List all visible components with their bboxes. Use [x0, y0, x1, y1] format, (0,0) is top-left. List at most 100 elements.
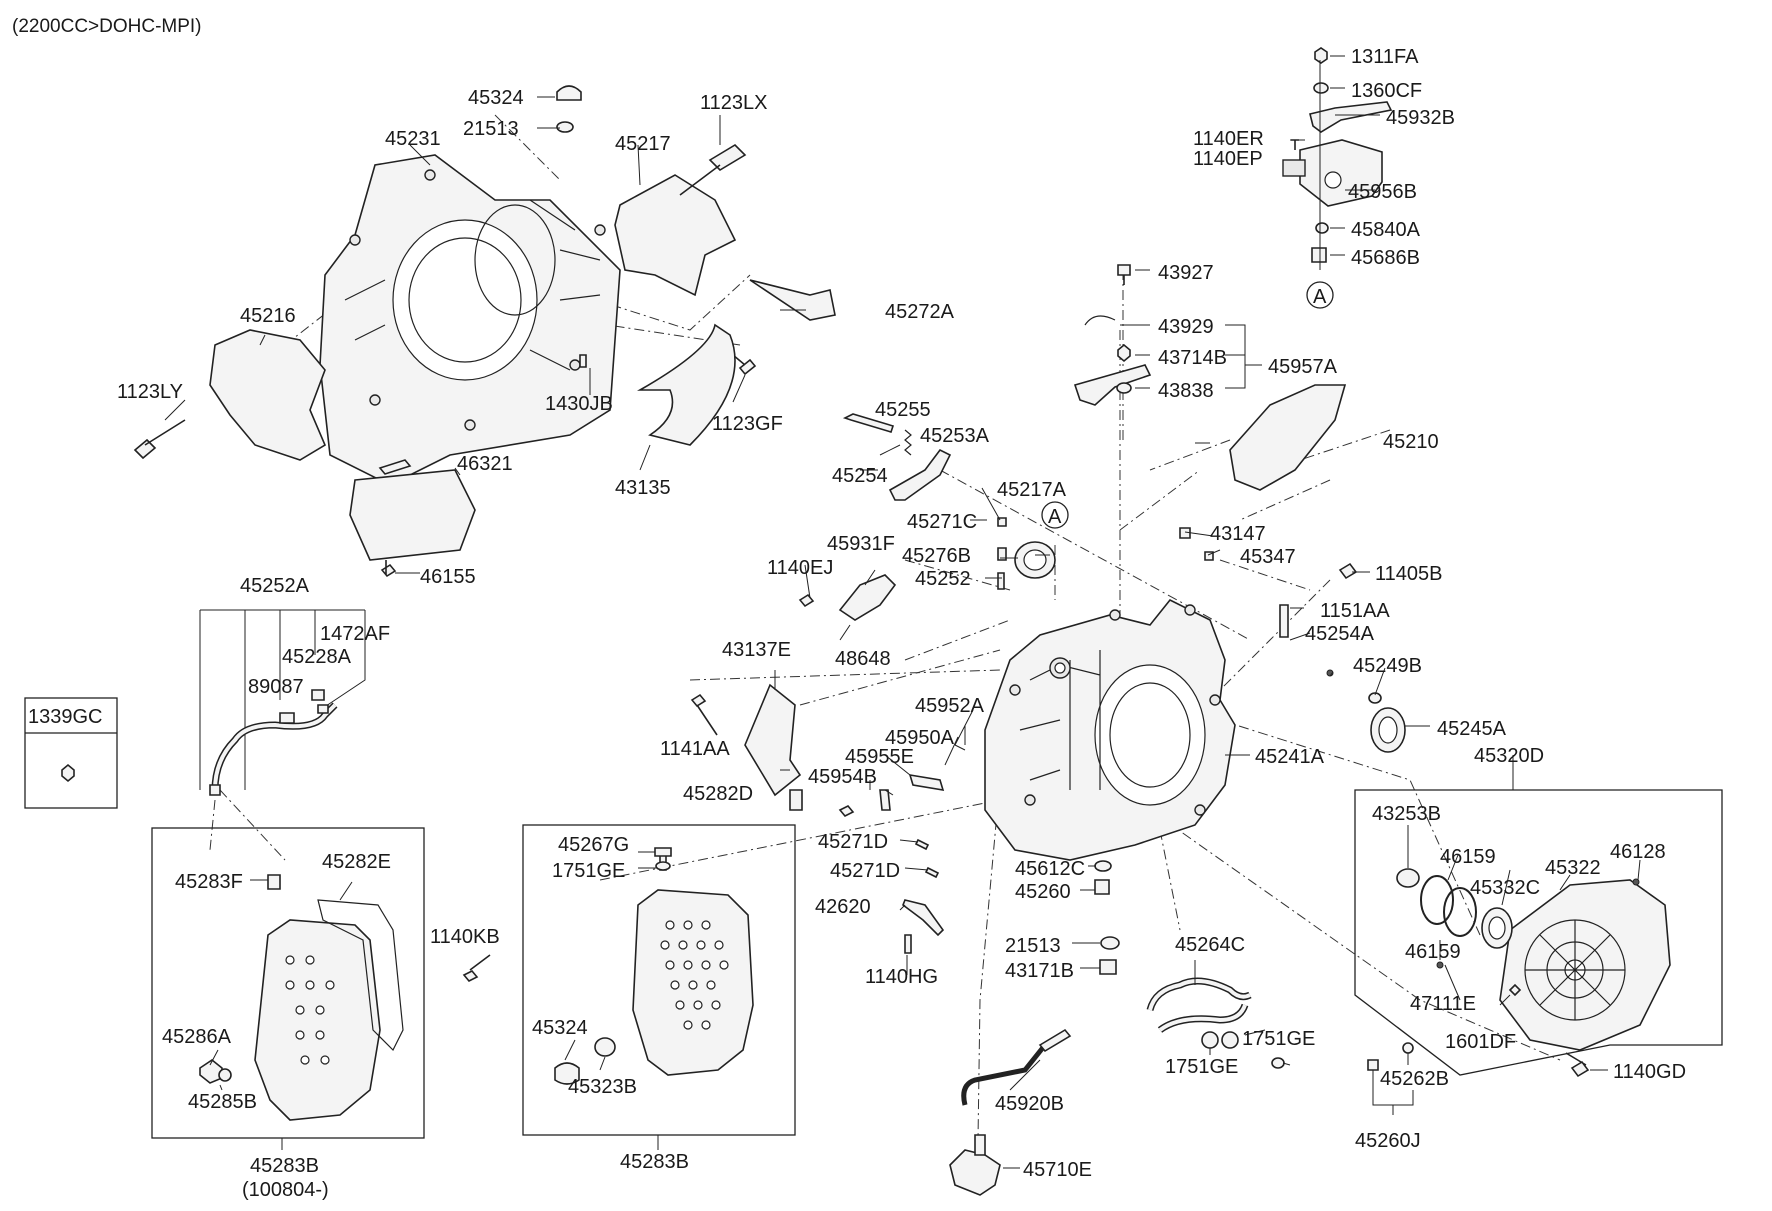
label-43927: 43927: [1158, 262, 1214, 284]
callout-a-circle-2: [1041, 501, 1069, 529]
label-43135: 43135: [615, 477, 671, 499]
pin-1151aa: [1279, 604, 1289, 638]
label-45245a: 45245A: [1437, 718, 1507, 740]
label-47111e: 47111E: [1410, 993, 1476, 1015]
pipe-45282d: [789, 789, 803, 811]
sensor-parts: [949, 1028, 1072, 1196]
label-45950a: 45950A: [885, 727, 955, 749]
label-45286a: 45286A: [162, 1026, 232, 1048]
bolt-1123lx: [679, 143, 747, 196]
bracket-45216: [209, 329, 327, 461]
bracket-45210: [1229, 384, 1347, 491]
label-1140er: 1140ER: [1193, 128, 1264, 150]
valve-body-cover-box-1: [151, 827, 425, 1150]
pin-45271d-1: [914, 838, 930, 851]
rear-cover-group-45320d: [1354, 755, 1723, 1076]
label-45210: 45210: [1383, 431, 1439, 453]
label-45241a: 45241A: [1255, 746, 1325, 768]
oil-pan-45283b: [254, 919, 381, 1121]
label-45254a: 45254A: [1305, 623, 1375, 645]
label-45324-b: 45324: [532, 1017, 588, 1039]
label-45282e: 45282E: [322, 851, 391, 873]
ring-45285b: [218, 1068, 232, 1082]
bolt-1140kb: [462, 954, 491, 982]
ring-46159-b: [1443, 887, 1477, 937]
label-45332c: 45332C: [1470, 877, 1540, 899]
bolt-45954b: [838, 805, 855, 817]
bolt-1140ej: [798, 593, 815, 608]
nut-43714b: [1117, 343, 1131, 363]
label-45271d-a: 45271D: [818, 831, 888, 853]
label-43147: 43147: [1210, 523, 1266, 545]
pin-45271d-2: [924, 866, 940, 879]
label-45231: 45231: [385, 128, 441, 150]
plug-45260j: [1367, 1059, 1379, 1071]
label-1151aa: 1151AA: [1320, 600, 1390, 622]
label-1430jb: 1430JB: [545, 393, 613, 415]
label-45216: 45216: [240, 305, 296, 327]
bottom-right-fasteners: [1367, 1042, 1608, 1115]
guide-43137e: [744, 683, 802, 797]
label-43714b: 43714B: [1158, 347, 1227, 369]
converter-housing-45231: [319, 154, 621, 486]
label-45931f: 45931F: [827, 533, 895, 555]
label-45347: 45347: [1240, 546, 1296, 568]
label-11405b: 11405B: [1375, 563, 1442, 585]
label-43253b: 43253B: [1372, 803, 1441, 825]
label-45255: 45255: [875, 399, 931, 421]
washer-1751ge-a: [655, 861, 671, 871]
label-45276b: 45276B: [902, 545, 971, 567]
label-45285b: 45285B: [188, 1091, 257, 1113]
engine-spec-header: (2200CC>DOHC-MPI): [12, 16, 202, 37]
pin-45254: [842, 413, 895, 433]
label-1123gf: 1123GF: [712, 413, 783, 435]
label-45956b: 45956B: [1348, 181, 1417, 203]
plug-43147: [1179, 527, 1191, 539]
bearing-43253b: [1396, 868, 1420, 888]
assembly-dashed-lines: [209, 114, 1561, 1141]
bolt-1123ly: [133, 419, 186, 460]
label-45323b: 45323B: [568, 1076, 637, 1098]
label-1472af: 1472AF: [320, 623, 390, 645]
label-45710e: 45710E: [1023, 1159, 1092, 1181]
label-1140gd: 1140GD: [1613, 1061, 1686, 1083]
label-45267g: 45267G: [558, 834, 629, 856]
label-45228a: 45228A: [282, 646, 352, 668]
label-45252: 45252: [915, 568, 971, 590]
label-45955e: 45955E: [845, 746, 914, 768]
label-1339gc: 1339GC: [28, 706, 103, 728]
housing-small-parts: [133, 85, 836, 578]
plug-45283f: [267, 874, 281, 890]
label-1601df: 1601DF: [1445, 1031, 1516, 1053]
label-21513-a: 21513: [463, 118, 519, 140]
label-89087: 89087: [248, 676, 304, 698]
label-45254: 45254: [832, 465, 888, 487]
lever-43838: [1073, 364, 1152, 406]
label-45322: 45322: [1545, 857, 1601, 879]
label-43171b: 43171B: [1005, 960, 1074, 982]
bolt-46155: [380, 560, 397, 578]
label-43838: 43838: [1158, 380, 1214, 402]
label-45324-a: 45324: [468, 87, 524, 109]
detent-parts: A: [744, 384, 1386, 797]
label-1140ep: 1140EP: [1193, 148, 1263, 170]
label-45283b-a: 45283B: [250, 1155, 319, 1177]
pipe-45264c: [1146, 960, 1291, 1069]
lever-45932b: [1309, 101, 1393, 133]
lever-45931f: [838, 574, 897, 621]
bolt-11405b: [1338, 562, 1358, 580]
label-45954b: 45954B: [808, 766, 877, 788]
label-45249b: 45249B: [1353, 655, 1422, 677]
label-1751ge-c: 1751GE: [1165, 1056, 1238, 1078]
label-42620: 42620: [815, 896, 871, 918]
transaxle-case-45241a: [984, 598, 1236, 861]
clamp-1472af: [311, 689, 325, 701]
plug-1601df: [1508, 983, 1522, 997]
label-46159-a: 46159: [1440, 846, 1496, 868]
clip-43929: [1084, 315, 1116, 326]
pin-45252: [997, 572, 1005, 590]
plug-43171b: [1099, 959, 1117, 975]
label-1123lx: 1123LX: [700, 92, 767, 114]
connector: [1282, 159, 1306, 177]
